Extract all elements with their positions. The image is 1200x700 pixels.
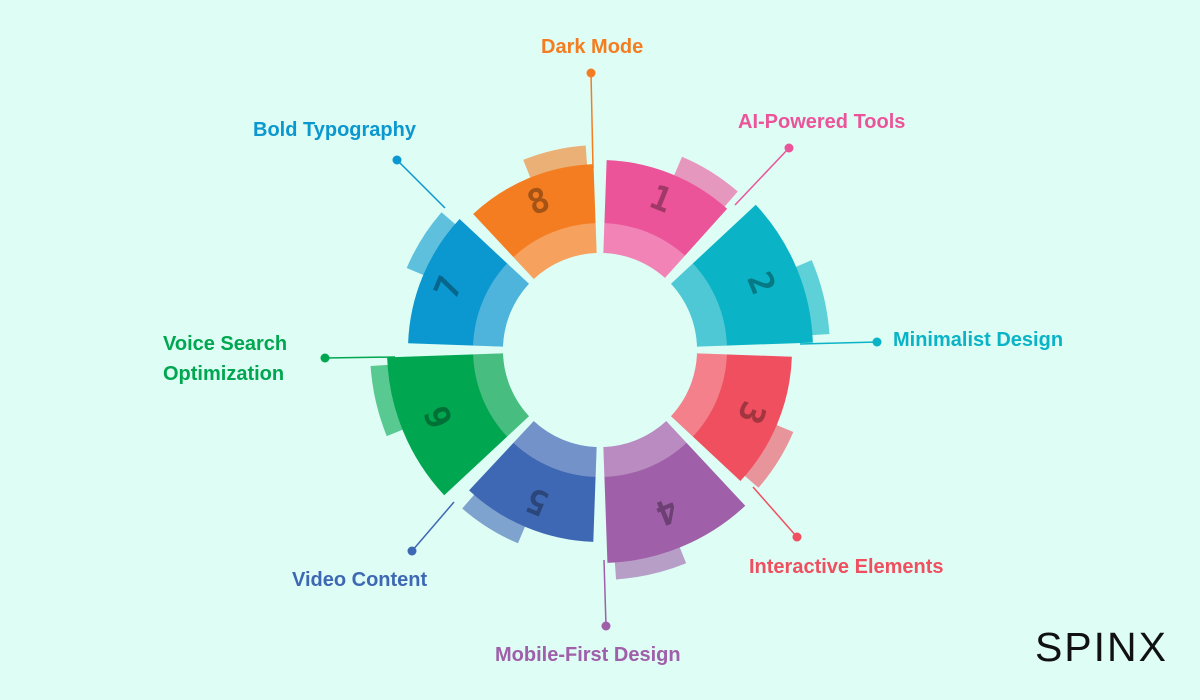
connector-dot-3	[792, 532, 802, 542]
segment-6-wedge	[387, 353, 530, 496]
label-dark-mode: Dark Mode	[541, 36, 644, 58]
segment-5-wedge	[469, 420, 597, 542]
connector-dot-6	[320, 353, 330, 363]
connector-line-2	[799, 341, 878, 345]
connector-line-5	[411, 501, 455, 552]
label-bold-typography: Bold Typography	[253, 119, 416, 141]
connector-dot-8	[586, 68, 596, 78]
segment-8-tab	[523, 145, 588, 182]
segment-7-inner-band	[473, 263, 530, 347]
label-voice-search-optimization: Voice Search Optimization	[163, 329, 287, 389]
connector-dot-7	[392, 155, 402, 165]
label-voice-line-1: Voice Search	[163, 333, 288, 355]
label-voice-line-2: Optimization	[163, 363, 285, 385]
segment-3: 3	[670, 353, 794, 488]
segment-8: 8	[473, 145, 597, 280]
segment-6-inner-band	[473, 353, 530, 437]
segment-3-wedge	[670, 353, 792, 481]
segment-3-tab	[741, 423, 794, 488]
connector-line-4	[603, 559, 607, 627]
segment-6-tab	[370, 364, 407, 437]
segment-4-inner-band	[603, 420, 687, 477]
connector-line-6	[324, 356, 396, 359]
connector-dot-2	[872, 337, 882, 347]
connector-dot-4	[601, 621, 611, 631]
segment-1-inner-band	[603, 223, 685, 278]
label-interactive-elements: Interactive Elements	[749, 556, 944, 578]
label-minimalist-design: Minimalist Design	[893, 329, 1064, 351]
segment-3-inner-band	[670, 353, 727, 437]
connector-dot-1	[784, 143, 794, 153]
label-video-content: Video Content	[292, 569, 428, 591]
segment-7-wedge	[408, 219, 530, 347]
connector-dot-5	[407, 546, 417, 556]
segment-2: 2	[670, 204, 830, 347]
segment-8-wedge	[473, 164, 597, 280]
segment-4: 4	[603, 420, 746, 580]
segment-2-tab	[792, 260, 830, 336]
segment-6: 6	[370, 353, 530, 496]
segment-2-inner-band	[670, 263, 727, 347]
connector-line-3	[752, 486, 798, 538]
connector-line-8	[590, 72, 594, 169]
center-hole	[503, 253, 697, 447]
label-mobile-first-design: Mobile-First Design	[495, 644, 681, 666]
segment-7: 7	[406, 212, 530, 347]
segment-5-tab	[462, 491, 527, 544]
spinx-logo: SPINX	[1034, 624, 1168, 670]
connector-line-7	[396, 159, 446, 209]
segment-4-wedge	[603, 420, 746, 563]
segment-4-tab	[614, 543, 687, 580]
segment-1-tab	[672, 156, 738, 210]
label-ai-powered-tools: AI-Powered Tools	[738, 111, 906, 133]
segment-1-wedge	[603, 160, 728, 278]
segment-1: 1	[603, 156, 738, 278]
segment-5: 5	[462, 420, 597, 544]
segment-8-inner-band	[513, 223, 597, 280]
connector-line-1	[734, 147, 790, 206]
segment-2-wedge	[670, 204, 813, 347]
segment-5-inner-band	[513, 420, 597, 477]
segment-7-tab	[406, 212, 459, 277]
